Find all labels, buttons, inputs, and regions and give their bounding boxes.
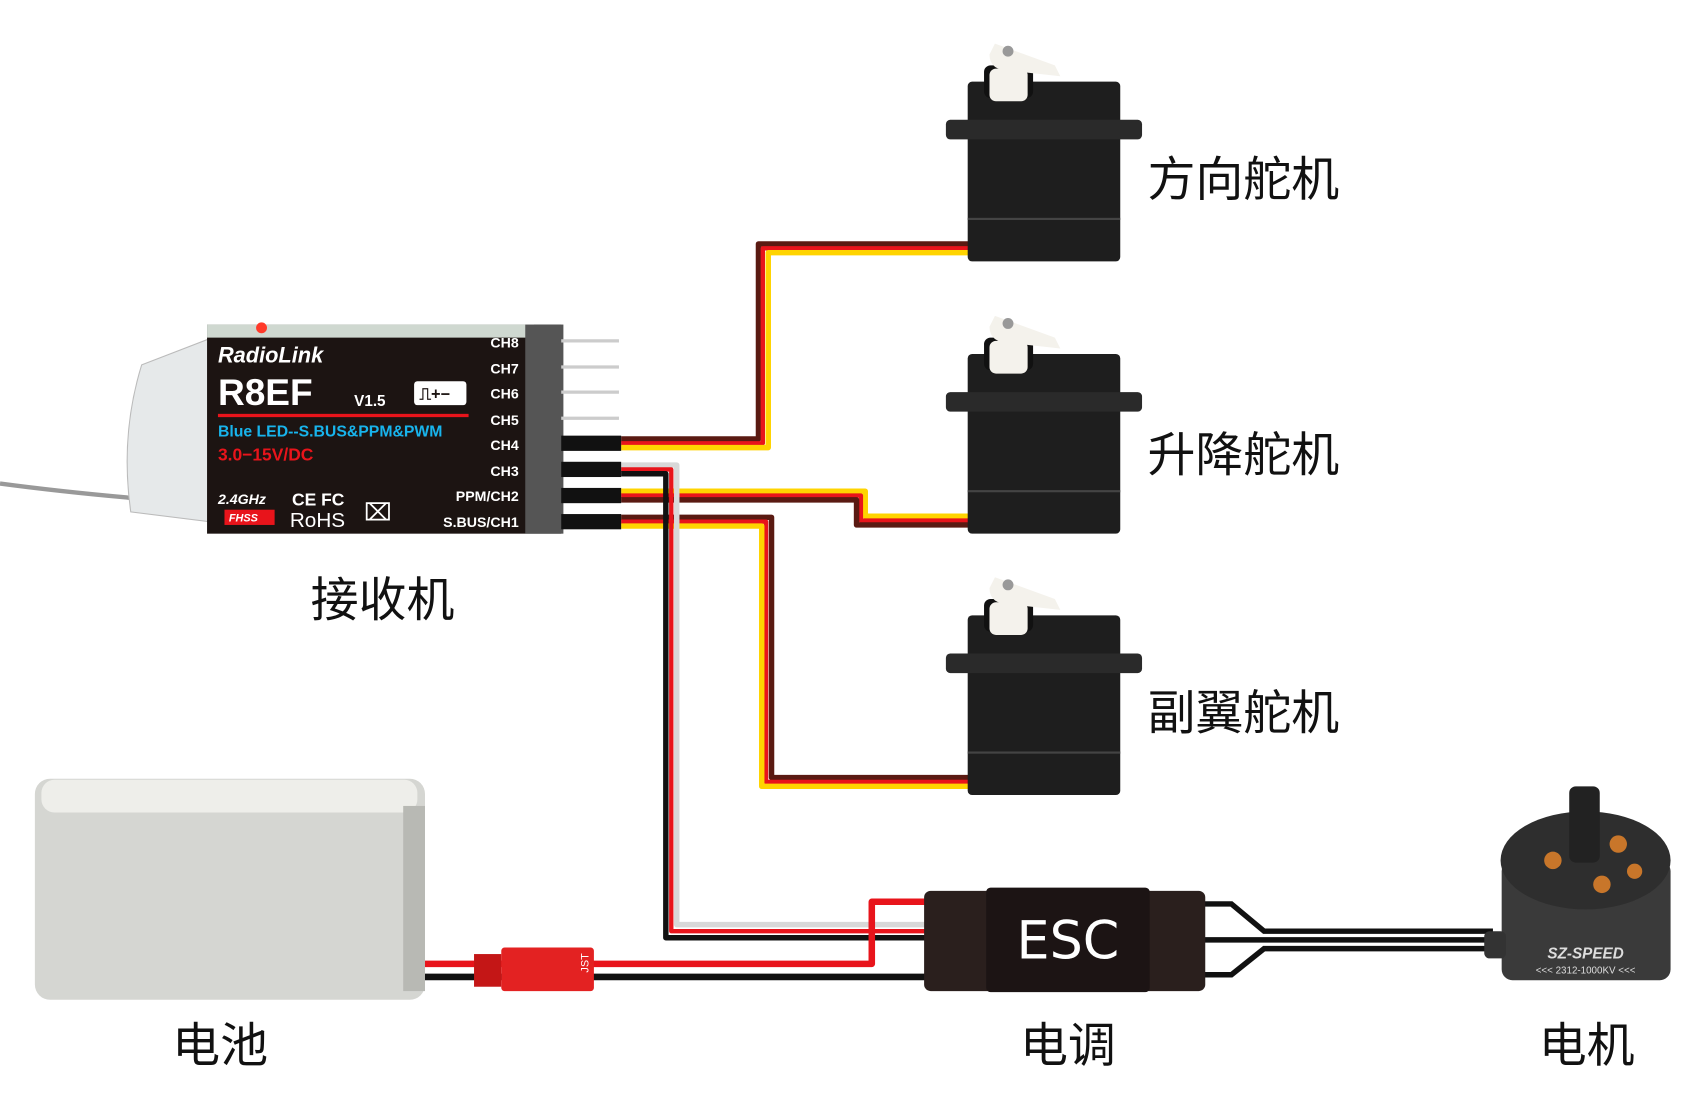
wire-ch4-rudder (621, 241, 976, 451)
receiver-model: R8EF (218, 371, 313, 413)
jst-label: JST (579, 953, 591, 973)
motor: SZ-SPEED <<< 2312-1000KV <<< (1484, 786, 1671, 981)
band-label: 2.4GHz (217, 492, 266, 508)
rudder-servo-label: 方向舵机 (1148, 153, 1340, 208)
elevator-servo-label: 升降舵机 (1148, 429, 1340, 484)
battery (34, 778, 425, 1000)
esc-caption: 电调 (1020, 1019, 1116, 1074)
signal-symbol: ⎍+− (419, 386, 451, 404)
channel-label: CH4 (490, 438, 518, 454)
motor-brand: SZ-SPEED (1547, 945, 1623, 962)
jst-connector: JST (474, 947, 594, 992)
motor-model: <<< 2312-1000KV <<< (1536, 966, 1636, 977)
status-led (256, 322, 267, 334)
motor-phase-wires (1198, 901, 1493, 978)
elevator-servo (945, 315, 1143, 534)
wire-ch2-elevator (621, 488, 976, 528)
wire-ch3-esc (621, 462, 927, 941)
channel-label: CH3 (490, 464, 518, 480)
receiver-version: V1.5 (354, 393, 386, 410)
servo-plugs (561, 435, 622, 530)
channel-label: CH8 (490, 335, 518, 351)
receiver-voltage: 3.0−15V/DC (218, 445, 314, 465)
antenna-wire (0, 481, 142, 501)
channel-label: CH7 (490, 362, 518, 378)
receiver: RadioLink R8EF V1.5 ⎍+− Blue LED--S.BUS&… (126, 322, 622, 534)
cert-marks: CE FC (292, 489, 345, 509)
weee-bin-icon: ⌧ (364, 501, 392, 527)
receiver-features: Blue LED--S.BUS&PPM&PWM (218, 424, 443, 441)
esc-label: ESC (1017, 910, 1120, 971)
channel-label: S.BUS/CH1 (443, 515, 519, 531)
channel-label: PPM/CH2 (456, 489, 519, 505)
aileron-servo (945, 577, 1143, 796)
channel-label: CH6 (490, 387, 518, 403)
esc: ESC (924, 887, 1206, 993)
unused-pins (561, 339, 619, 420)
receiver-brand: RadioLink (218, 343, 325, 368)
channel-label: CH5 (490, 413, 518, 429)
battery-label: 电池 (172, 1019, 268, 1074)
motor-label: 电机 (1539, 1019, 1635, 1074)
aileron-servo-label: 副翼舵机 (1148, 687, 1340, 742)
wire-ch1-aileron (621, 514, 976, 790)
rohs-label: RoHS (290, 509, 345, 532)
receiver-label: 接收机 (311, 573, 455, 628)
rudder-servo (945, 43, 1143, 262)
fhss-badge: FHSS (229, 513, 259, 525)
